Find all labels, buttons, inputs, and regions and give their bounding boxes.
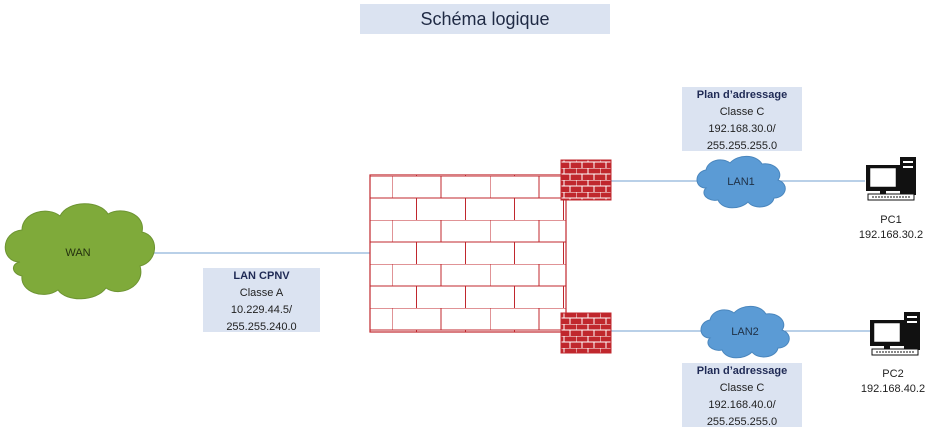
wan-label: WAN: [65, 247, 90, 259]
lan-cpnv-box: LAN CPNV Classe A 10.229.44.5/ 255.255.2…: [203, 268, 320, 333]
pc2-name: PC2: [882, 368, 904, 380]
pc1-caption: PC1 192.168.30.2: [848, 213, 934, 243]
plan1-ip: 192.168.30.0/: [708, 123, 776, 135]
cloud-icon: LAN1: [696, 155, 786, 209]
pc2-ip: 192.168.40.2: [860, 383, 926, 395]
desktop-computer-icon: [866, 157, 916, 201]
diagram-title: Schéma logique: [360, 4, 610, 34]
plan2-classe: Classe C: [719, 382, 765, 394]
plan2-ip: 192.168.40.0/: [708, 399, 776, 411]
cloud-icon: LAN2: [700, 305, 790, 359]
cloud-icon: WAN: [4, 203, 155, 300]
firewall-icon: [560, 312, 612, 354]
lan-cpnv-ip: 10.229.44.5/: [230, 304, 293, 316]
lan-cpnv-classe: Classe A: [239, 287, 284, 299]
plan-adressage-lan2-box: Plan d’adressage Classe C 192.168.40.0/ …: [682, 363, 802, 428]
plan2-mask: 255.255.255.0: [706, 416, 778, 428]
lan2-label: LAN2: [731, 326, 759, 338]
lan-cpnv-mask: 255.255.240.0: [226, 321, 297, 333]
plan-adressage-lan1-box: Plan d’adressage Classe C 192.168.30.0/ …: [682, 87, 802, 152]
plan1-mask: 255.255.255.0: [706, 140, 778, 152]
lan-cpnv-heading: LAN CPNV: [233, 270, 290, 282]
brick-wall-icon: [369, 174, 567, 333]
pc2-caption: PC2 192.168.40.2: [850, 367, 936, 397]
firewall-icon: [560, 159, 612, 201]
pc1-name: PC1: [880, 214, 902, 226]
desktop-computer-icon: [870, 312, 920, 356]
lan1-label: LAN1: [727, 176, 755, 188]
plan1-heading: Plan d’adressage: [696, 89, 788, 101]
plan2-heading: Plan d’adressage: [696, 365, 788, 377]
plan1-classe: Classe C: [719, 106, 765, 118]
pc1-ip: 192.168.30.2: [858, 229, 924, 241]
